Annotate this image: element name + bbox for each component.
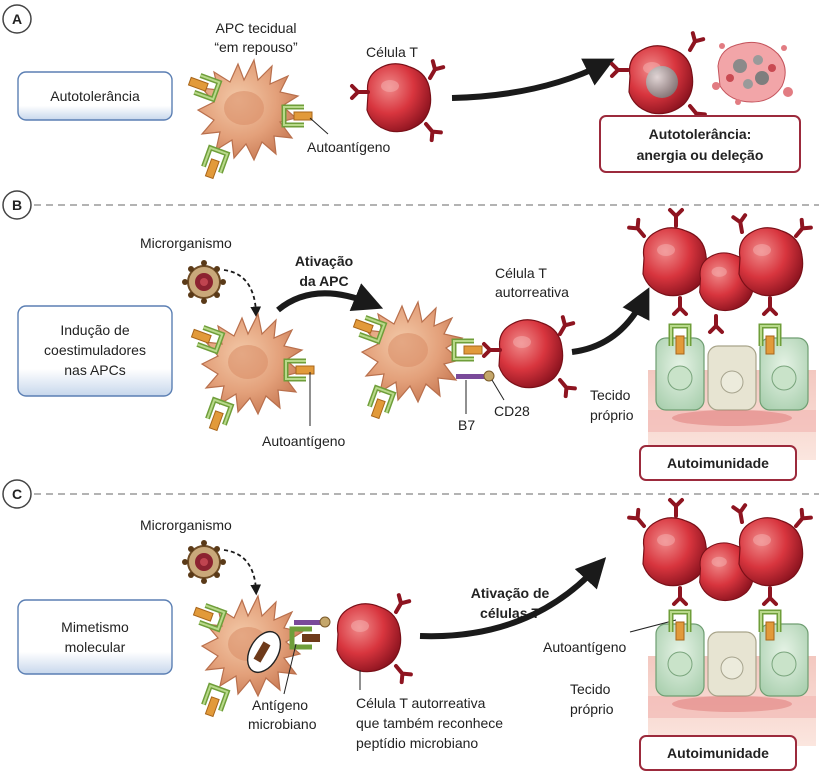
microbe-c-arrow	[223, 549, 262, 596]
autoantigen-a-label: Autoantígeno	[307, 139, 391, 155]
panel-c: C Mimetismo molecular Microrganismo Antí…	[2, 479, 817, 771]
b7-label: B7	[458, 417, 475, 433]
panel-b-letter-circle	[2, 190, 32, 220]
mhc-a-1	[187, 73, 219, 99]
apoptotic-cell	[712, 41, 793, 105]
mhc-b2-2	[454, 341, 482, 359]
tcr-b-3	[482, 342, 502, 358]
autoantigen-c-label: Autoantígeno	[543, 639, 627, 655]
b7-molecule	[456, 374, 486, 379]
panel-c-label-1: Mimetismo	[61, 619, 129, 635]
panel-b-label-1: Indução de	[60, 322, 129, 338]
apc-resting-label-1: APC tecidual	[216, 20, 297, 36]
activation-b-2: da APC	[299, 273, 348, 289]
microbe-b-arrow	[223, 269, 262, 318]
microbe-b	[181, 259, 227, 305]
autoantigen-a-pointer	[309, 117, 329, 135]
autoantigen-c-pointer	[629, 619, 677, 633]
outcome-a-line2: anergia ou deleção	[637, 147, 764, 163]
tcell-c-label-1: Célula T autorreativa	[356, 695, 486, 711]
tcr-a-2	[422, 59, 446, 83]
tcr-c-2	[389, 660, 413, 685]
arrow-a	[451, 58, 615, 101]
outcome-a-box	[599, 115, 801, 173]
tcr-a-1	[350, 84, 370, 100]
tcr-b-2	[553, 374, 577, 399]
cd28-molecule-c	[319, 616, 331, 628]
microbial-antigen-label-1: Antígeno	[252, 697, 308, 713]
microbe-c	[181, 539, 227, 585]
microbial-peptide	[253, 641, 271, 663]
panel-a-label-box	[17, 71, 173, 121]
tissue-b-label-2: próprio	[590, 407, 634, 423]
outcome-b-box	[639, 445, 797, 481]
cd28-molecule	[483, 370, 495, 382]
tcr-c-1	[388, 593, 412, 617]
panel-c-label-2: molecular	[65, 639, 126, 655]
tcell-a	[366, 63, 432, 133]
tcell-b	[498, 319, 564, 389]
panel-c-letter: C	[12, 486, 22, 502]
microbial-antigen-label-2: microbiano	[248, 716, 317, 732]
outcome-b-label: Autoimunidade	[667, 455, 769, 471]
activation-c-1: Ativação de	[471, 585, 550, 601]
arrow-c	[419, 557, 607, 640]
panel-b: B Indução de coestimuladores nas APCs Mi…	[2, 190, 817, 481]
microbe-c-label: Microrganismo	[140, 517, 232, 533]
autoantigen-b-label: Autoantígeno	[262, 433, 346, 449]
apc-resting-label-2: “em repouso”	[214, 39, 298, 55]
autoreactive-tcells-c	[627, 498, 813, 640]
microbial-antigen-pointer	[283, 643, 297, 695]
tissue-b	[647, 337, 817, 461]
anergic-tcell	[628, 45, 694, 115]
tissue-c-label-2: próprio	[570, 701, 614, 717]
microbe-b-label: Microrganismo	[140, 235, 232, 251]
tcr-anergic-1	[610, 62, 630, 78]
panel-a: A Autotolerância APC tecidual “em repous…	[2, 4, 801, 180]
tcell-c-label-3: peptídio microbiano	[356, 735, 478, 751]
tissue-c	[647, 623, 817, 747]
panel-c-letter-circle	[2, 479, 32, 509]
tcell-c-label-2: que também reconhece	[356, 715, 503, 731]
outcome-c-label: Autoimunidade	[667, 745, 769, 761]
tcell-b-label-2: autorreativa	[495, 284, 569, 300]
tissue-b-label-1: Tecido	[590, 387, 631, 403]
tcell-a-label: Célula T	[366, 44, 418, 60]
tcr-a-3	[419, 118, 443, 143]
autoreactive-tcells-b	[627, 208, 813, 354]
outcome-a-line1: Autotolerância:	[649, 126, 752, 142]
panel-c-label-box	[17, 599, 173, 675]
panel-a-label: Autotolerância	[50, 88, 140, 104]
mhc-b1-3	[205, 400, 231, 432]
tcr-anergic-2	[682, 31, 706, 55]
arrow-b1	[276, 283, 384, 313]
cd28-pointer	[491, 379, 505, 401]
panel-a-letter-circle	[2, 4, 32, 34]
arrow-b2	[571, 287, 650, 355]
b7-molecule-c	[294, 620, 322, 625]
outcome-c-box	[639, 735, 797, 771]
mhc-c-2	[201, 686, 227, 718]
tcell-c	[336, 603, 402, 673]
panel-b-label-box	[17, 305, 173, 397]
panel-b-label-2: coestimuladores	[44, 342, 146, 358]
tissue-c-label-1: Tecido	[570, 681, 611, 697]
mhc-a-3	[201, 148, 227, 180]
panel-b-letter: B	[12, 197, 22, 213]
mhc-microbial	[289, 626, 320, 650]
panel-a-letter: A	[12, 11, 22, 27]
tcell-b-label-1: Célula T	[495, 265, 547, 281]
activation-b-1: Ativação	[295, 253, 353, 269]
mhc-b1-1	[190, 325, 222, 351]
cd28-label: CD28	[494, 403, 530, 419]
panel-b-label-3: nas APCs	[64, 362, 125, 378]
